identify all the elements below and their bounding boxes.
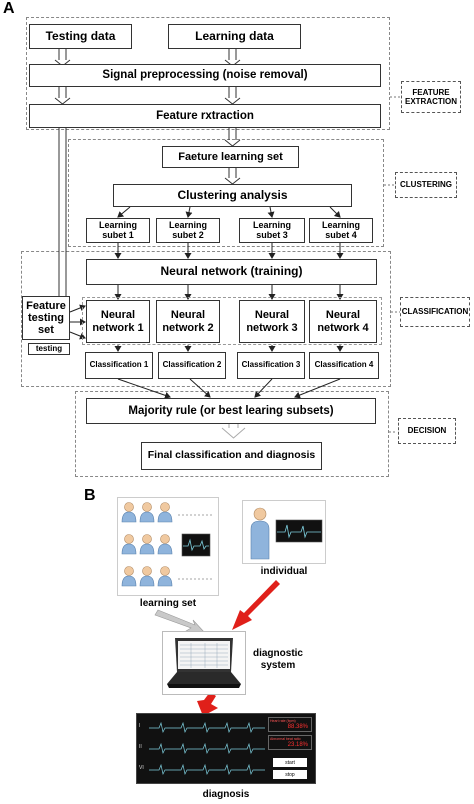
final-classification-box: Final classification and diagnosis <box>141 442 322 470</box>
clustering-tag: CLUSTERING <box>395 172 457 198</box>
signal-preprocessing-box: Signal preprocessing (noise removal) <box>29 64 381 87</box>
majority-rule-box: Majority rule (or best learing subsets) <box>86 398 376 424</box>
learning-subset-1: Learning subet 1 <box>86 218 150 243</box>
ecg-traces <box>149 721 265 776</box>
diagnosis-label: diagnosis <box>202 789 250 800</box>
classification-tag: CLASSIFICATION <box>400 297 470 327</box>
feature-extraction-region <box>26 17 390 130</box>
lead-label-1: I <box>139 723 141 729</box>
lead-label-3: VI <box>139 765 144 771</box>
diagnosis-screen: I II VI Heart rate (bpm) 88.38% Abnormal… <box>136 713 316 784</box>
individual-illustration <box>242 500 326 564</box>
grey-arrow <box>154 609 206 634</box>
feature-extraction-tag: FEATURE EXTRACTION <box>401 81 461 113</box>
classification-3: Classification 3 <box>237 352 305 379</box>
neural-network-2: Neural network 2 <box>156 300 220 343</box>
neural-network-1: Neural network 1 <box>86 300 150 343</box>
learning-subset-4: Learning subet 4 <box>309 218 373 243</box>
start-button[interactable]: start <box>273 758 307 767</box>
learning-set-icon <box>121 502 214 587</box>
neural-network-4: Neural network 4 <box>309 300 377 343</box>
panel-b-letter: B <box>84 487 96 504</box>
neural-network-training-box: Neural network (training) <box>86 259 377 285</box>
lead-label-2: II <box>139 744 142 750</box>
decision-region <box>75 391 389 477</box>
learning-set-label: learning set <box>139 598 197 609</box>
stop-button[interactable]: stop <box>273 770 307 779</box>
diagnostic-system-label: diagnostic system <box>252 648 303 671</box>
learning-set-illustration <box>117 497 219 596</box>
readout-2-title: Abnormal beat ratio <box>270 737 301 741</box>
individual-icon <box>250 507 323 560</box>
classification-1: Classification 1 <box>85 352 153 379</box>
testing-data-box: Testing data <box>29 24 132 49</box>
feature-learning-set-box: Faeture learning set <box>162 146 299 168</box>
learning-data-box: Learning data <box>168 24 301 49</box>
red-arrow-individual <box>232 580 280 630</box>
neural-network-group <box>82 297 382 345</box>
decision-tag: DECISION <box>398 418 456 444</box>
learning-subset-2: Learning subet 2 <box>156 218 220 243</box>
classification-4: Classification 4 <box>309 352 379 379</box>
laptop-icon <box>167 638 241 688</box>
panel-a-letter: A <box>3 0 15 17</box>
readout-1: Heart rate (bpm) 88.38% <box>268 717 312 732</box>
readout-2: Abnormal beat ratio 23.18% <box>268 735 312 750</box>
clustering-analysis-box: Clustering analysis <box>113 184 352 207</box>
neural-network-3: Neural network 3 <box>239 300 305 343</box>
classification-2: Classification 2 <box>158 352 226 379</box>
feature-extraction-box: Feature rxtraction <box>29 104 381 128</box>
feature-testing-set-box: Feature testing set <box>22 296 70 340</box>
readout-2-value: 23.18% <box>287 742 308 748</box>
individual-label: individual <box>260 566 308 577</box>
testing-label: testing <box>28 343 70 355</box>
learning-subset-3: Learning subet 3 <box>239 218 305 243</box>
readout-1-value: 88.38% <box>287 724 308 730</box>
readout-1-title: Heart rate (bpm) <box>270 719 296 723</box>
diagnostic-system-illustration <box>162 631 246 695</box>
